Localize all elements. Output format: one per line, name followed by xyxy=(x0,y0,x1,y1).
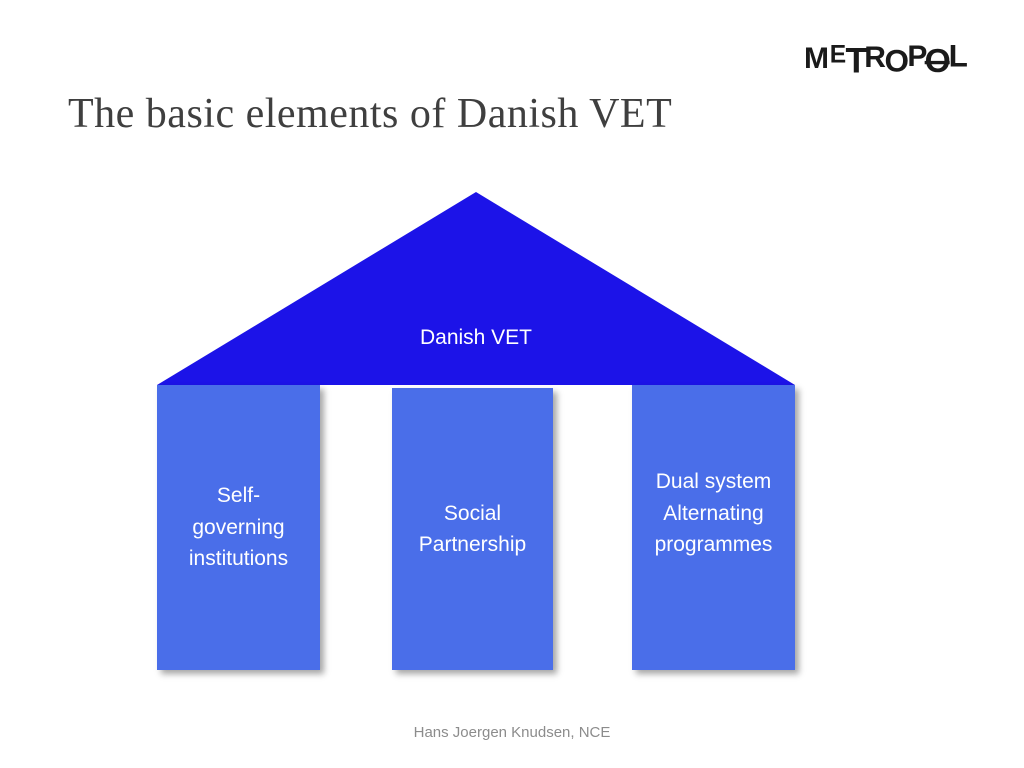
pillar-self-governing-institutions: Self- governing institutions xyxy=(157,385,320,670)
footer-credit: Hans Joergen Knudsen, NCE xyxy=(413,724,611,741)
roof-triangle xyxy=(157,192,795,385)
pillar-label: Self- governing institutions xyxy=(188,484,289,571)
pillar-social-partnership: Social Partnership xyxy=(392,388,553,670)
slide-title: The basic elements of Danish VET xyxy=(68,91,673,137)
pillar-dual-system: Dual system Alternating programmes xyxy=(632,385,795,670)
roof-label: Danish VET xyxy=(419,326,533,349)
pillar-label: Social Partnership xyxy=(418,501,527,557)
pillar-label: Dual system Alternating programmes xyxy=(654,470,773,557)
metropol-logo: METROPOL xyxy=(803,39,968,81)
